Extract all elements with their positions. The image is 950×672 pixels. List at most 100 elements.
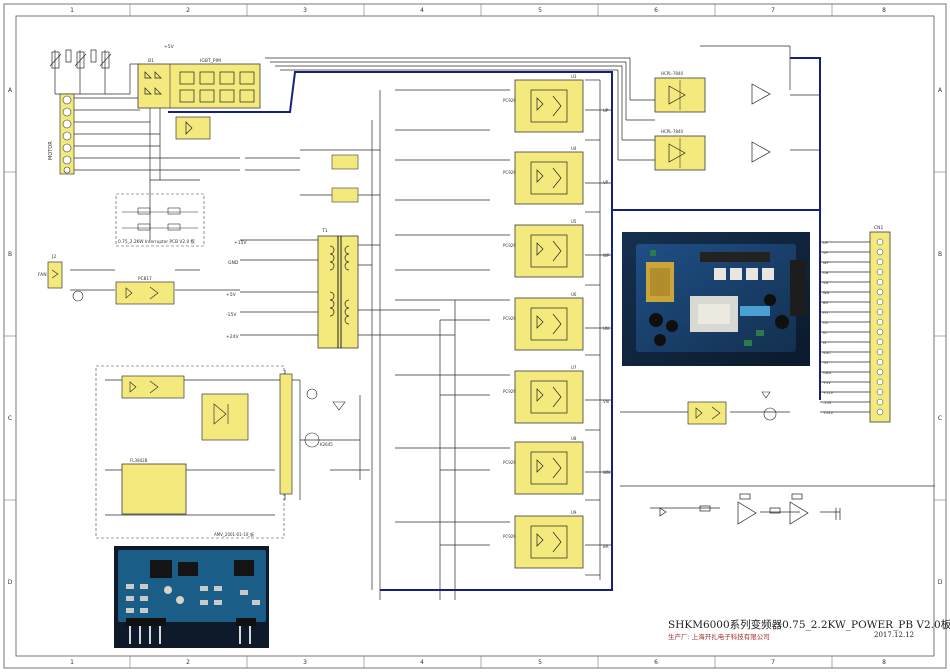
row-label-d-right: D	[938, 579, 943, 586]
driver-ref: U6	[571, 292, 577, 297]
drawing-date: 2017.12.12	[874, 631, 915, 639]
cn1-pin: +15V	[823, 391, 834, 395]
gate-driver: PC929 U4 VP	[503, 146, 609, 205]
amp-part: HCPL-7840	[661, 129, 683, 134]
driver-ref: U7	[571, 365, 577, 370]
col-label-1-bottom: 1	[70, 659, 74, 666]
fan-opto-label: PC817	[138, 276, 152, 282]
cn1-pin: OC	[823, 321, 829, 325]
col-label-8: 8	[882, 7, 886, 14]
cn1-pin: WN	[823, 291, 830, 295]
title-block: SHKM6000系列变频器0.75_2.2KW_POWER_PB V2.0板电路…	[668, 617, 950, 645]
driver-part: PC929	[503, 243, 516, 248]
col-label-7: 7	[771, 7, 775, 14]
main-connector: CN1 UP VP WP UN VN WN BR FO OC IU IV VDC…	[822, 225, 891, 423]
driver-output: BR	[603, 544, 609, 549]
cn1-pin: +24V	[823, 411, 834, 415]
gate-driver: PC929 U7 VN	[503, 365, 609, 424]
supply-24v: +24V	[226, 334, 239, 340]
supply-neg15v: -15V	[226, 312, 237, 318]
row-label-d: D	[8, 579, 13, 586]
supply-15v: +15V	[234, 240, 247, 246]
isolation-amp: HCPL-7840	[654, 71, 706, 113]
driver-part: PC929	[503, 389, 516, 394]
transformer-t1: T1	[317, 228, 359, 349]
current-sense-amps: HCPL-7840 HCPL-7840	[654, 71, 771, 171]
cn1-pin: TH	[822, 361, 828, 365]
cn1-pin: UP	[823, 241, 829, 245]
row-label-c-right: C	[938, 415, 942, 422]
row-label-a: A	[8, 87, 13, 94]
driver-output: WN	[603, 470, 610, 475]
relay-block	[175, 116, 211, 140]
gate-driver: PC929 U5 WP	[503, 219, 610, 278]
driver-output: WP	[603, 253, 610, 258]
cn1-pin: GND	[823, 371, 831, 375]
driver-part: PC929	[503, 170, 516, 175]
cn1-pin: +5V	[823, 381, 831, 385]
cn1-pin: -15V	[823, 401, 832, 405]
varistor-group	[49, 49, 112, 69]
row-label-b: B	[8, 251, 12, 258]
flyback-supply-box: FL3842B AMV_2001-01-10_板 K2645	[95, 365, 346, 539]
pwm-ic-label: FL3842B	[130, 458, 148, 463]
row-label-a-right: A	[938, 87, 943, 94]
module-photo	[114, 546, 269, 648]
motor-label: MOTOR	[48, 141, 54, 160]
cn1-pin: IV	[823, 341, 827, 345]
col-label-3-bottom: 3	[303, 659, 307, 666]
snubber-box: 0.75_2.2KW Interrupter PCB V2.0 板	[115, 193, 205, 247]
gate-driver-stack: PC929 U3 UP PC929 U4 VP PC929 U5 WP PC92…	[503, 74, 610, 569]
driver-ref: U8	[571, 436, 577, 441]
driver-part: PC929	[503, 98, 516, 103]
cn1-pin: BR	[823, 301, 828, 305]
driver-ref: U9	[571, 510, 577, 515]
col-label-3: 3	[303, 7, 307, 14]
driver-output: VN	[603, 399, 609, 404]
cn1-pin: IU	[823, 331, 827, 335]
col-label-7-bottom: 7	[771, 659, 775, 666]
col-label-2-bottom: 2	[186, 659, 190, 666]
relay-driver	[687, 391, 777, 425]
board-photo	[622, 232, 810, 366]
igbt-module-label: IGBT_PIM	[200, 58, 221, 64]
amp-part: HCPL-7840	[661, 71, 683, 76]
border-column-labels: 1 2 3 4 5 6 7 8 1 2 3 4 5 6 7 8	[70, 7, 886, 666]
supply-5v: +5V	[226, 292, 237, 298]
col-label-5: 5	[538, 7, 542, 14]
driver-output: UP	[603, 108, 609, 113]
fan-label: FAN	[38, 272, 47, 278]
supply-gnd: GND	[228, 260, 239, 266]
row-label-c: C	[8, 415, 12, 422]
col-label-6-bottom: 6	[654, 659, 658, 666]
driver-part: PC929	[503, 316, 516, 321]
driver-output: VP	[603, 180, 609, 185]
cn1-pin: FO	[823, 311, 828, 315]
cn1-pin: VP	[823, 251, 828, 255]
supply-labels: +15V +5V -15V +24V GND	[226, 240, 247, 340]
col-label-6: 6	[654, 7, 658, 14]
opamp-section	[659, 493, 841, 525]
fan-terminal-label: J2	[51, 254, 56, 260]
drawing-title: SHKM6000系列变频器0.75_2.2KW_POWER_PB V2.0板电路…	[668, 619, 950, 631]
border-row-labels: A B C D A B C D	[8, 87, 943, 586]
driver-output: UN	[603, 326, 609, 331]
col-label-4-bottom: 4	[420, 659, 424, 666]
flyback-box-label: AMV_2001-01-10_板	[214, 531, 254, 537]
driver-ref: U3	[571, 74, 577, 79]
rectifier-igbt-module: IGBT_PIM B1 +5V	[137, 44, 261, 109]
col-label-8-bottom: 8	[882, 659, 886, 666]
transformer-label: T1	[321, 228, 328, 234]
gate-driver: PC929 U9 BR	[503, 510, 609, 569]
col-label-2: 2	[186, 7, 190, 14]
col-label-4: 4	[420, 7, 424, 14]
dc-bus-label: +5V	[164, 44, 175, 50]
border-ticks	[4, 4, 946, 668]
col-label-5-bottom: 5	[538, 659, 542, 666]
gate-driver: PC929 U3 UP	[503, 74, 609, 133]
driver-part: PC929	[503, 460, 516, 465]
col-label-1: 1	[70, 7, 74, 14]
gate-driver: PC929 U6 UN	[503, 292, 609, 351]
rectifier-label: B1	[148, 58, 154, 64]
